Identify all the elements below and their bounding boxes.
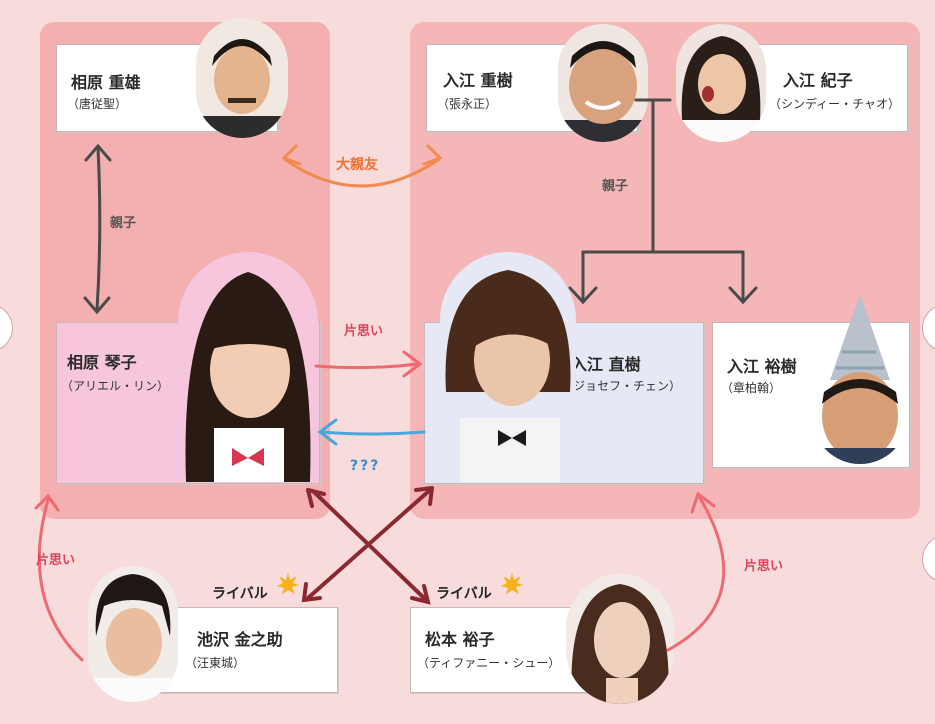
arrow-one-sided-yuko bbox=[666, 491, 726, 652]
arrow-unknown bbox=[317, 418, 426, 446]
label-parent-child-right: 親子 bbox=[602, 179, 629, 194]
arrow-parent-child-right bbox=[568, 98, 758, 305]
burst-icon bbox=[277, 573, 299, 595]
actor-name: （ジョセフ・チェン） bbox=[561, 379, 682, 393]
label-best-friends: 大親友 bbox=[336, 157, 378, 173]
character-name: 池沢 金之助 bbox=[197, 630, 283, 649]
character-name: 入江 重樹 bbox=[443, 71, 513, 90]
label-unknown: ??? bbox=[350, 458, 381, 474]
arrow-one-sided-kinnosuke bbox=[34, 493, 84, 662]
portrait-irie-noriko bbox=[676, 24, 766, 142]
portrait-matsumoto-yuko bbox=[566, 574, 674, 704]
arrow-one-sided-kotoko bbox=[314, 350, 423, 378]
actor-name: （シンディー・チャオ） bbox=[769, 97, 901, 111]
character-name: 入江 紀子 bbox=[783, 71, 853, 90]
portrait-irie-yuki bbox=[812, 292, 908, 464]
label-one-sided-kinnosuke: 片思い bbox=[36, 553, 76, 568]
actor-name: （汪東城） bbox=[185, 656, 246, 670]
label-parent-child-left: 親子 bbox=[110, 216, 137, 231]
actor-name: （ティファニー・シュー） bbox=[417, 656, 561, 670]
label-rival-2: ライバル bbox=[436, 586, 492, 602]
actor-name: （唐従聖） bbox=[67, 97, 128, 111]
character-name: 相原 重雄 bbox=[71, 73, 141, 92]
character-name: 松本 裕子 bbox=[425, 630, 495, 649]
arrow-parent-child-left bbox=[83, 143, 112, 315]
character-name: 相原 琴子 bbox=[67, 353, 137, 372]
arrow-best-friends bbox=[281, 144, 443, 188]
burst-icon bbox=[501, 573, 523, 595]
label-rival-1: ライバル bbox=[212, 586, 268, 602]
label-one-sided-kotoko: 片思い bbox=[344, 324, 384, 339]
arrow-rival-cross bbox=[301, 486, 434, 605]
label-one-sided-yuko: 片思い bbox=[744, 559, 784, 574]
actor-name: （章柏翰） bbox=[721, 381, 782, 395]
character-name: 入江 直樹 bbox=[571, 355, 641, 374]
portrait-irie-naoki bbox=[440, 252, 576, 482]
character-name: 入江 裕樹 bbox=[727, 357, 797, 376]
actor-name: （アリエル・リン） bbox=[61, 379, 170, 393]
actor-name: （張永正） bbox=[437, 97, 498, 111]
portrait-aihara-kotoko bbox=[178, 252, 318, 482]
